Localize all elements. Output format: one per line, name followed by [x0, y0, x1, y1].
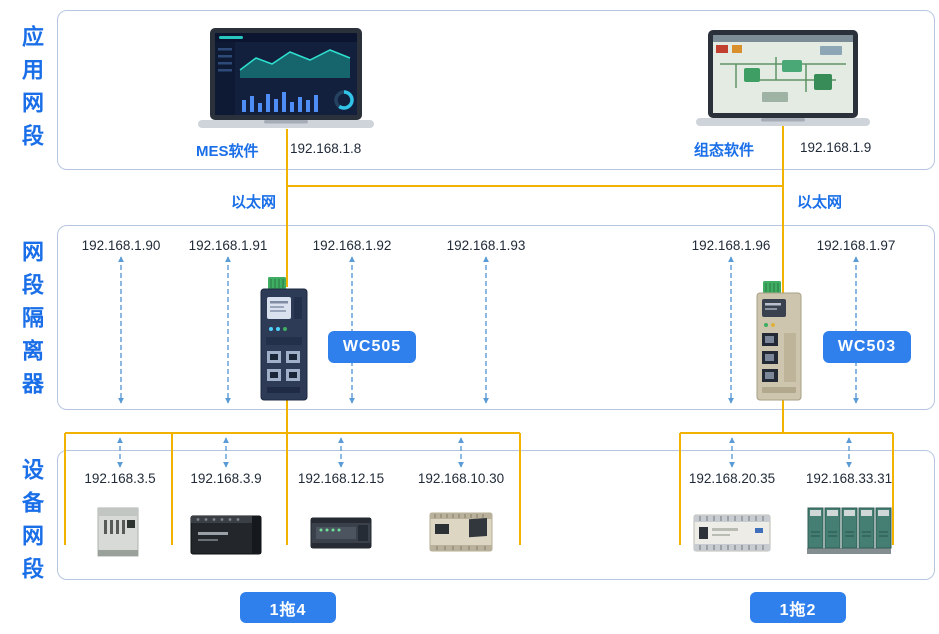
wc505-gateway-image: [260, 277, 308, 401]
mes-host-label: MES软件: [196, 143, 259, 160]
delta-plc-image: [693, 510, 771, 556]
app-segment-label: 应用网段: [19, 25, 44, 157]
ethernet-label-right: 以太网: [797, 194, 843, 211]
wc503-model-badge: WC503: [823, 331, 911, 363]
isolator-ip-5: 192.168.1.96: [691, 238, 771, 253]
mes-laptop-image: [198, 28, 374, 132]
scada-laptop-image: [696, 30, 870, 130]
ethernet-label-left: 以太网: [231, 194, 277, 211]
left-ratio-badge: 1拖4: [240, 592, 336, 623]
power-supply-image: [190, 510, 262, 556]
device-ip-3: 192.168.12.15: [297, 471, 385, 486]
mes-host-ip: 192.168.1.8: [290, 141, 362, 156]
isolator-ip-2: 192.168.1.91: [188, 238, 268, 253]
wc503-gateway-image: [756, 281, 802, 401]
device-ip-6: 192.168.33.31: [805, 471, 893, 486]
plc-device-image-1: [96, 506, 140, 558]
scada-host-ip: 192.168.1.9: [800, 140, 872, 155]
wc505-model-badge: WC505: [328, 331, 416, 363]
device-ip-1: 192.168.3.5: [84, 471, 156, 486]
isolator-ip-4: 192.168.1.93: [446, 238, 526, 253]
fx-plc-image: [429, 508, 493, 556]
device-ip-2: 192.168.3.9: [190, 471, 262, 486]
isolator-ip-6: 192.168.1.97: [816, 238, 896, 253]
device-segment-label: 设备网段: [19, 458, 44, 590]
device-segment-box: [57, 450, 935, 580]
rack-plc-image: [805, 502, 893, 558]
isolator-ip-3: 192.168.1.92: [312, 238, 392, 253]
scada-host-label: 组态软件: [694, 142, 755, 159]
isolator-ip-1: 192.168.1.90: [81, 238, 161, 253]
device-ip-5: 192.168.20.35: [688, 471, 776, 486]
compact-plc-image: [310, 514, 372, 552]
device-ip-4: 192.168.10.30: [417, 471, 505, 486]
isolator-segment-label: 网段隔离器: [19, 240, 44, 405]
right-ratio-badge: 1拖2: [750, 592, 846, 623]
